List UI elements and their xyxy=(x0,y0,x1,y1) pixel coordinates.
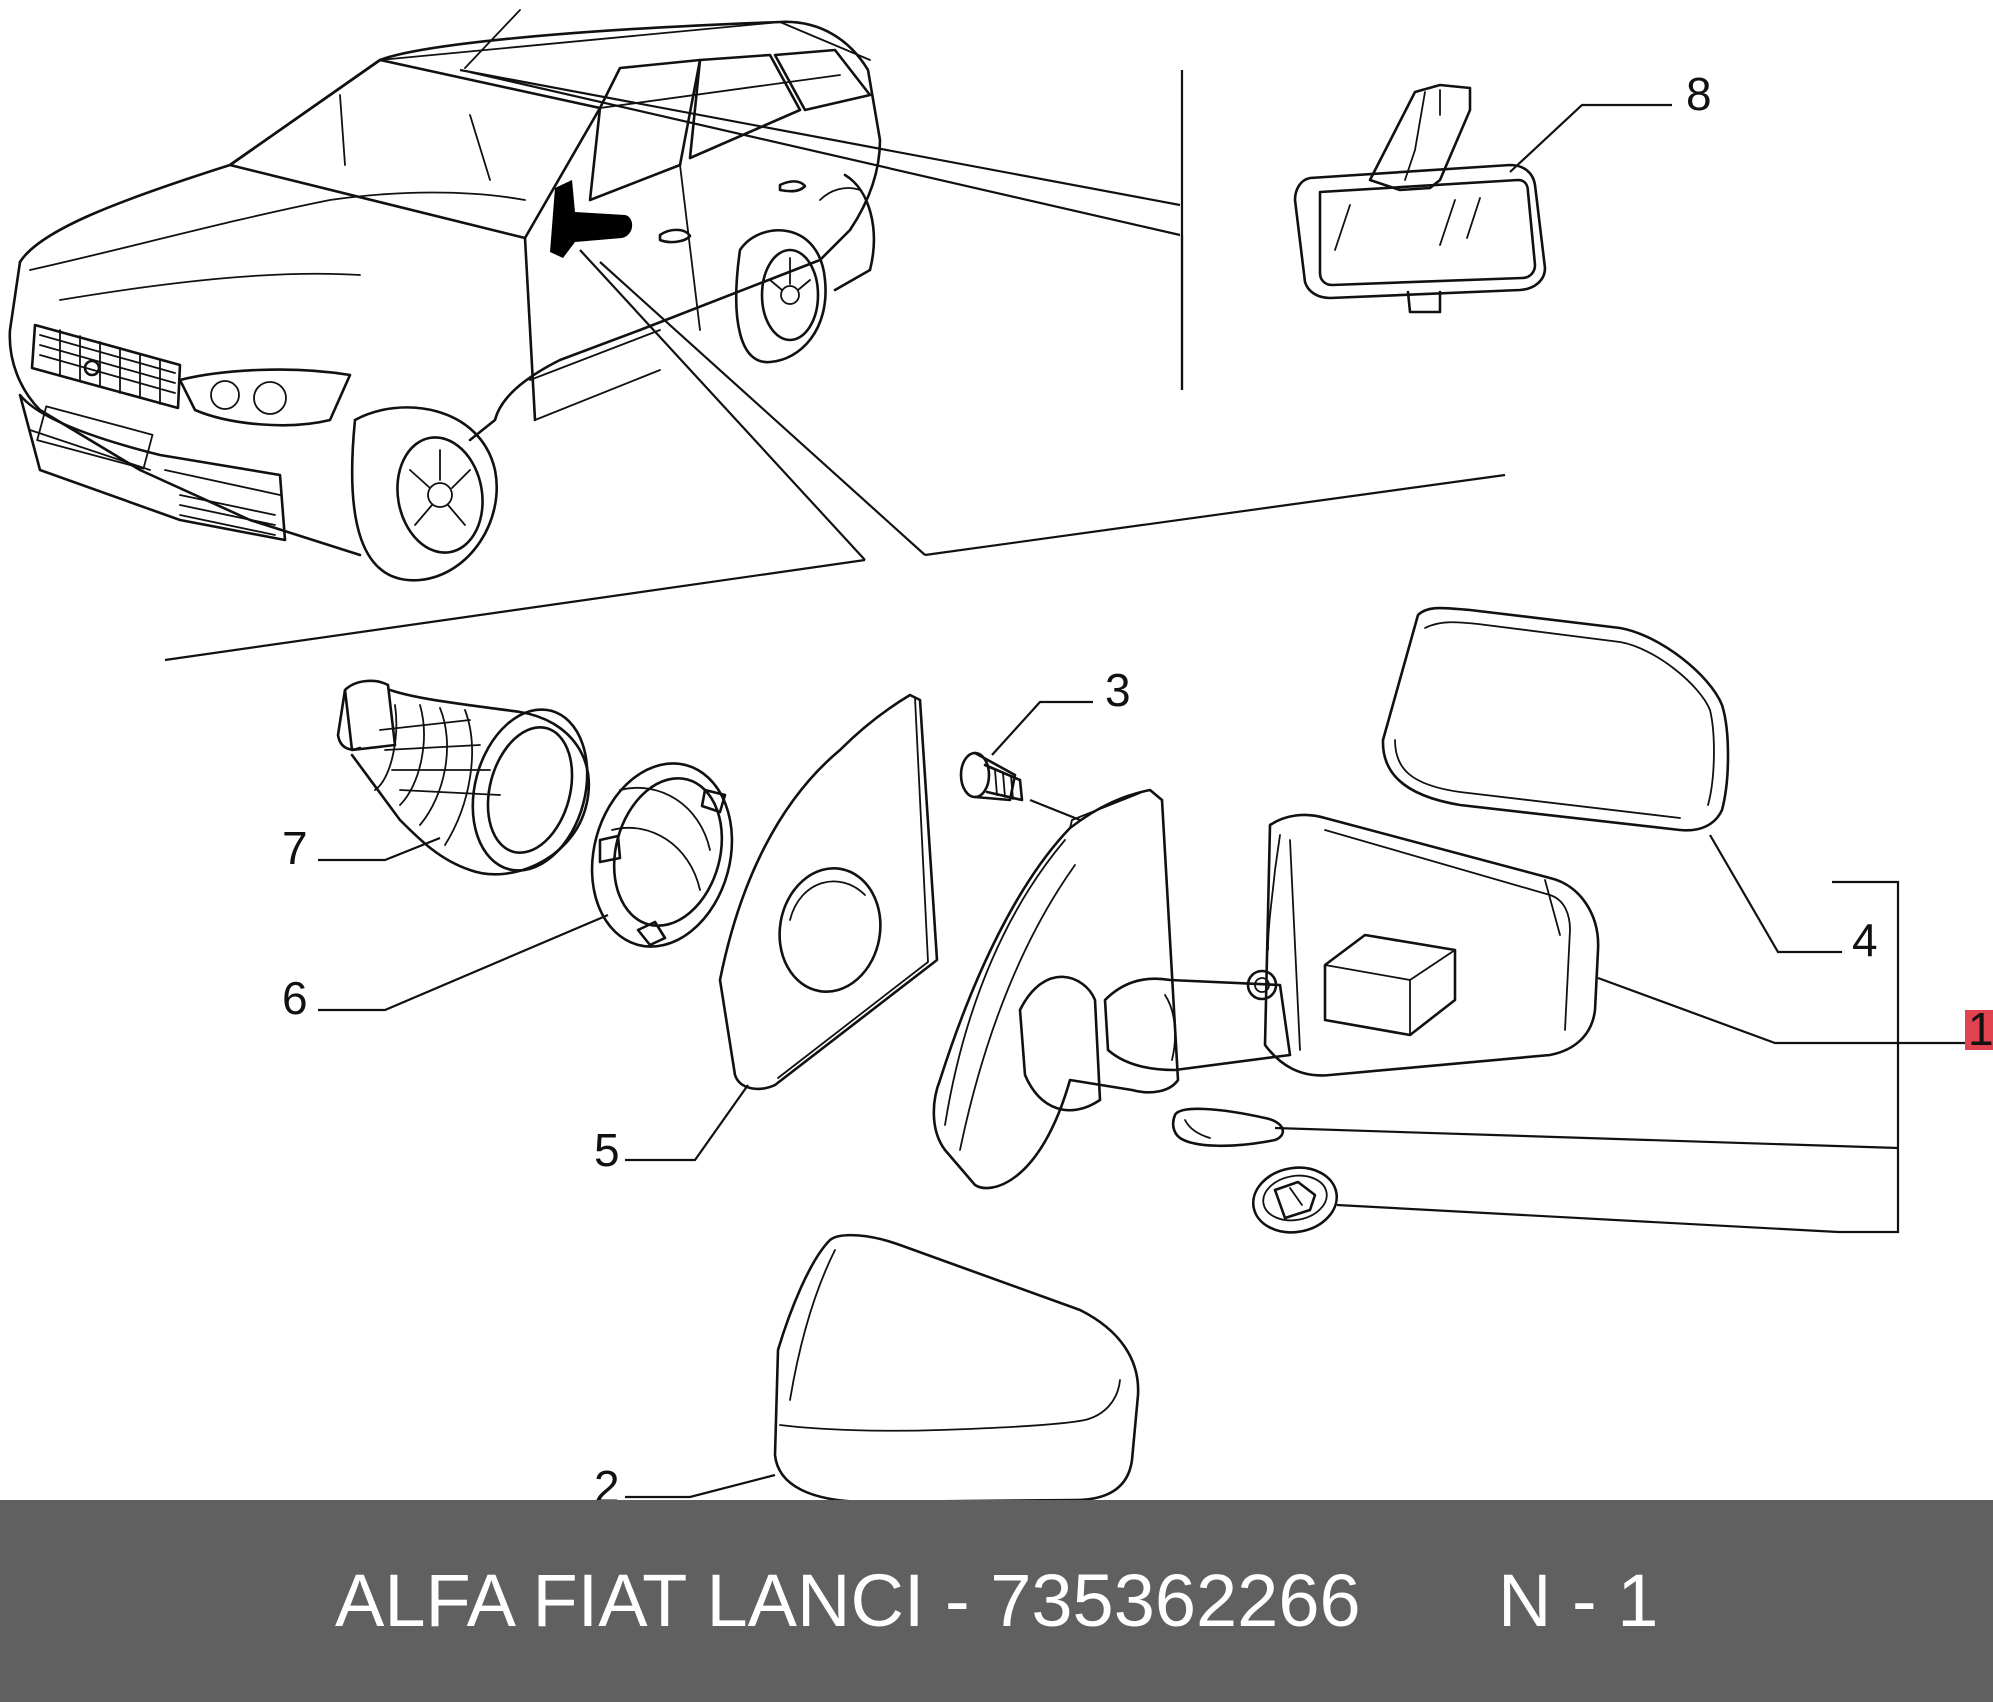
mirror-base-part-1 xyxy=(932,788,1600,1190)
page-ref: N - 1 xyxy=(1498,1559,1659,1642)
callout-4: 4 xyxy=(1852,914,1878,966)
callout-6: 6 xyxy=(282,972,308,1024)
parts-diagram: 8 3 7 6 5 2 4 1 xyxy=(8,9,1993,1500)
callout-1: 1 xyxy=(1968,1003,1993,1055)
callout-7: 7 xyxy=(282,822,308,874)
leader-lines xyxy=(318,103,1965,1499)
callout-1-highlight xyxy=(1965,1010,1993,1050)
cap-part xyxy=(1251,1166,1339,1234)
callout-2: 2 xyxy=(594,1461,620,1500)
callout-8: 8 xyxy=(1686,68,1712,120)
callout-3: 3 xyxy=(1105,664,1131,716)
callout-5: 5 xyxy=(594,1124,620,1176)
clip-part xyxy=(1171,1107,1285,1148)
footer-bar: ALFA FIAT LANCI - 735362266 N - 1 xyxy=(0,1500,1993,1702)
interior-mirror-part-8 xyxy=(1293,83,1547,314)
ring-part-6 xyxy=(590,762,734,948)
mirror-cover-part-2 xyxy=(773,1233,1140,1500)
car-overview xyxy=(8,9,1506,662)
boot-part-7 xyxy=(336,679,591,876)
part-info: ALFA FIAT LANCI - 735362266 xyxy=(335,1559,1361,1642)
gasket-part-5 xyxy=(718,693,939,1091)
mirror-glass-part-4 xyxy=(1381,606,1730,832)
screw-part-3 xyxy=(959,751,1024,802)
